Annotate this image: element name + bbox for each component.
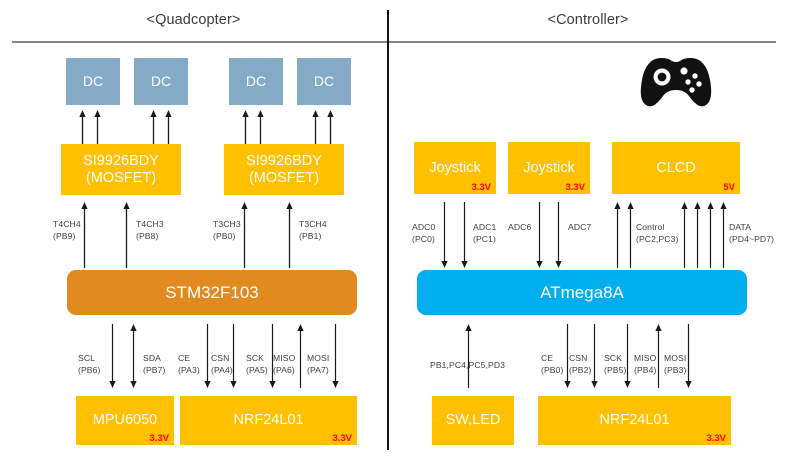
arrow-clcd-data-4	[719, 202, 728, 268]
pin-label-ctrl-csn: CSN (PB2)	[569, 353, 592, 375]
pin-label-t3ch4: T3CH4 (PB1)	[299, 219, 327, 241]
pin-label-miso: MISO (PA6)	[273, 353, 296, 375]
pin-label-adc0: ADC0 (PC0)	[412, 222, 436, 244]
block-dc-motor-1[interactable]: DC	[66, 58, 120, 105]
block-mcu-atmega8a[interactable]: ATmega8A	[417, 270, 747, 315]
arrow-clcd-control-b	[626, 202, 635, 268]
block-dc-motor-2[interactable]: DC	[134, 58, 188, 105]
arrow-pwm-t3ch4	[285, 202, 294, 268]
block-label: Joystick	[429, 159, 481, 176]
block-sw-led[interactable]: SW,LED	[432, 396, 514, 445]
block-nrf24l01-quadcopter[interactable]: NRF24L01 3.3V	[180, 396, 357, 445]
arrow-clcd-data-1	[680, 202, 689, 268]
pin-label-t3ch3: T3CH3 (PB0)	[213, 219, 241, 241]
voltage-badge: 3.3V	[706, 432, 726, 444]
pin-label-t4ch3: T4CH3 (PB8)	[136, 219, 164, 241]
gamepad-icon	[637, 52, 715, 112]
voltage-badge: 3.3V	[565, 181, 585, 193]
arrow-motor4-b	[326, 110, 335, 144]
arrow-adc0	[440, 202, 449, 268]
voltage-badge: 3.3V	[332, 432, 352, 444]
arrow-pwm-t4ch3	[122, 202, 131, 268]
section-divider-vertical	[387, 10, 389, 450]
block-mcu-stm32f103[interactable]: STM32F103	[67, 270, 357, 315]
voltage-badge: 3.3V	[149, 432, 169, 444]
pin-label-ctrl-sck: SCK (PB5)	[604, 353, 627, 375]
block-label: ATmega8A	[540, 282, 624, 302]
block-label: SW,LED	[445, 412, 501, 429]
pin-label-sda: SDA (PB7)	[143, 353, 166, 375]
block-label: DC	[313, 72, 335, 89]
block-label: CLCD	[656, 159, 696, 176]
block-joystick-1[interactable]: Joystick 3.3V	[414, 142, 496, 194]
arrow-motor2-b	[164, 110, 173, 144]
pin-label-t4ch4: T4CH4 (PB9)	[53, 219, 81, 241]
voltage-badge: 5V	[723, 181, 735, 193]
pin-label-csn: CSN (PA4)	[211, 353, 233, 375]
section-title-quadcopter: <Quadcopter>	[146, 12, 241, 28]
block-label: DC	[150, 72, 172, 89]
header-divider-horizontal	[12, 41, 776, 43]
block-sublabel: (MOSFET)	[85, 169, 157, 186]
arrow-motor3-a	[241, 110, 250, 144]
arrow-motor1-b	[93, 110, 102, 144]
block-label: DC	[245, 72, 267, 89]
pin-label-adc1: ADC1 (PC1)	[473, 222, 497, 244]
pin-label-clcd-data: DATA (PD4~PD7)	[729, 222, 775, 244]
block-label: MPU6050	[92, 412, 158, 429]
block-joystick-2[interactable]: Joystick 3.3V	[508, 142, 590, 194]
block-label: SI9926BDY	[83, 153, 159, 170]
arrow-adc6	[535, 202, 544, 268]
arrow-adc7	[554, 202, 563, 268]
pin-label-sw-led-pins: PB1,PC4,PC5,PD3	[430, 360, 506, 370]
block-label: NRF24L01	[599, 412, 670, 429]
arrow-motor3-b	[256, 110, 265, 144]
block-dc-motor-3[interactable]: DC	[229, 58, 283, 105]
pin-label-ctrl-miso: MISO (PB4)	[634, 353, 657, 375]
pin-label-ce: CE (PA3)	[178, 353, 200, 375]
pin-label-adc7: ADC7	[568, 222, 592, 232]
arrow-motor1-a	[78, 110, 87, 144]
block-label: STM32F103	[165, 282, 259, 302]
block-mosfet-driver-2[interactable]: SI9926BDY (MOSFET)	[224, 144, 344, 195]
arrow-pwm-t4ch4	[80, 202, 89, 268]
arrow-sw-led	[464, 324, 473, 388]
block-nrf24l01-controller[interactable]: NRF24L01 3.3V	[538, 396, 731, 445]
arrow-spi-mosi	[331, 324, 340, 388]
pin-label-sck: SCK (PA5)	[246, 353, 268, 375]
arrow-clcd-data-3	[706, 202, 715, 268]
arrow-pwm-t3ch3	[240, 202, 249, 268]
pin-label-mosi: MOSI (PA7)	[307, 353, 330, 375]
arrow-motor4-a	[311, 110, 320, 144]
block-mosfet-driver-1[interactable]: SI9926BDY (MOSFET)	[61, 144, 181, 195]
arrow-i2c-sda	[129, 324, 138, 388]
pin-label-ctrl-ce: CE (PB0)	[541, 353, 564, 375]
pin-label-clcd-control: Control (PC2,PC3)	[636, 222, 679, 244]
arrow-clcd-data-2	[693, 202, 702, 268]
pin-label-adc6: ADC6	[508, 222, 532, 232]
block-dc-motor-4[interactable]: DC	[297, 58, 351, 105]
block-label: DC	[82, 72, 104, 89]
pin-label-scl: SCL (PB6)	[78, 353, 101, 375]
arrow-i2c-scl	[108, 324, 117, 388]
block-clcd[interactable]: CLCD 5V	[612, 142, 740, 194]
arrow-motor2-a	[149, 110, 158, 144]
section-title-controller: <Controller>	[547, 12, 629, 28]
arrow-adc1	[460, 202, 469, 268]
pin-label-ctrl-mosi: MOSI (PB3)	[664, 353, 687, 375]
block-sublabel: (MOSFET)	[248, 169, 320, 186]
arrow-clcd-control-a	[613, 202, 622, 268]
voltage-badge: 3.3V	[471, 181, 491, 193]
block-label: NRF24L01	[233, 412, 304, 429]
block-label: SI9926BDY	[246, 153, 322, 170]
block-mpu6050[interactable]: MPU6050 3.3V	[76, 396, 174, 445]
block-label: Joystick	[523, 159, 575, 176]
arrow-spi-miso	[296, 324, 305, 388]
